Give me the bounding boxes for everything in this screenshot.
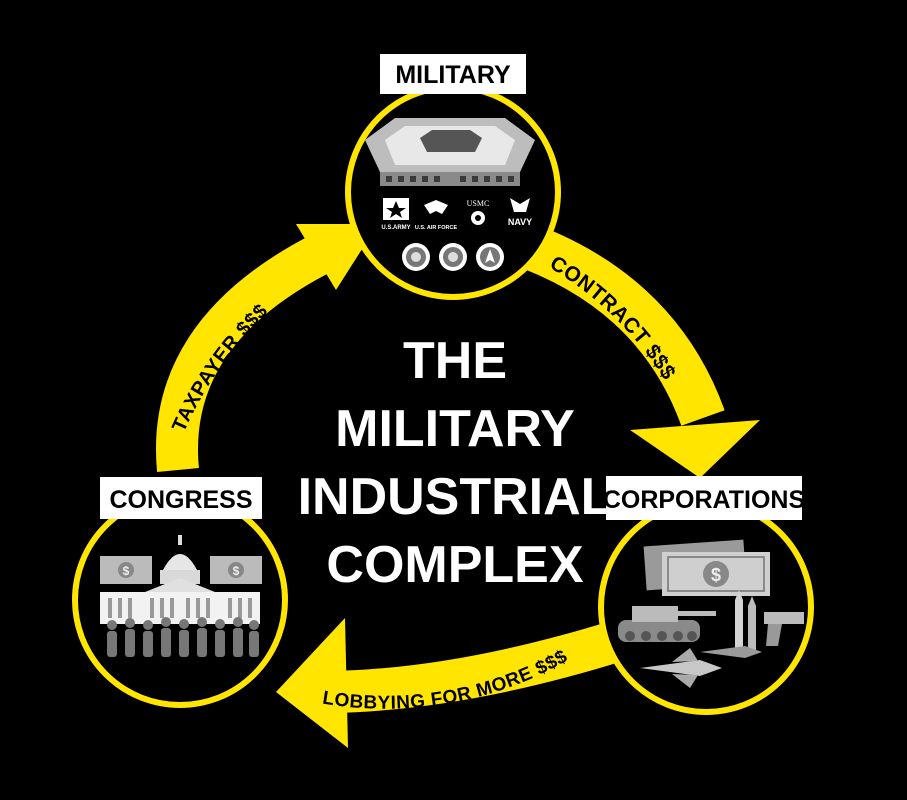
node-corporations: $ CORPORATIONS bbox=[598, 476, 814, 715]
navy-text: NAVY bbox=[508, 217, 532, 227]
title-line-1: THE bbox=[403, 332, 507, 390]
pistol-icon bbox=[764, 612, 804, 646]
corporations-label-box bbox=[606, 476, 802, 520]
capitol-icon bbox=[100, 535, 260, 624]
center-title: THE MILITARY INDUSTRIAL COMPLEX bbox=[298, 332, 613, 594]
army-star-icon: U.S.ARMY bbox=[381, 198, 411, 231]
node-military: U.S.ARMY U.S. AIR FORCE USMC NAVY MILITA… bbox=[345, 54, 561, 300]
missile-icon bbox=[735, 590, 756, 652]
svg-text:$: $ bbox=[123, 564, 130, 578]
navy-eagle-icon: NAVY bbox=[508, 198, 532, 227]
money-bill-icon: $ bbox=[643, 539, 770, 596]
corporations-label: CORPORATIONS bbox=[603, 486, 805, 514]
dod-seal-icon bbox=[439, 243, 467, 271]
space-force-icon bbox=[476, 243, 504, 271]
jet-icon bbox=[640, 646, 762, 688]
air-force-text: U.S. AIR FORCE bbox=[415, 225, 458, 231]
tank-icon bbox=[618, 606, 716, 642]
svg-text:$: $ bbox=[233, 564, 240, 578]
pentagon-icon bbox=[365, 118, 535, 186]
flow-arrow-lobbying bbox=[276, 618, 627, 748]
svg-text:$: $ bbox=[711, 565, 721, 585]
title-line-2: MILITARY bbox=[335, 400, 575, 458]
congress-label-box bbox=[100, 477, 262, 519]
cia-seal-icon bbox=[402, 243, 430, 271]
military-label: MILITARY bbox=[395, 61, 511, 89]
air-force-icon: U.S. AIR FORCE bbox=[415, 200, 458, 231]
node-congress: $ $ bbox=[72, 477, 288, 708]
people-icon bbox=[107, 617, 259, 657]
title-line-4: COMPLEX bbox=[326, 536, 583, 594]
military-label-box bbox=[380, 54, 526, 94]
congress-label: CONGRESS bbox=[109, 486, 252, 514]
title-line-3: INDUSTRIAL bbox=[298, 468, 613, 526]
usmc-text: USMC bbox=[467, 199, 490, 208]
marine-eagle-icon: USMC bbox=[467, 199, 490, 225]
money-bill-icon: $ $ bbox=[100, 556, 262, 584]
army-text: U.S.ARMY bbox=[381, 225, 410, 231]
